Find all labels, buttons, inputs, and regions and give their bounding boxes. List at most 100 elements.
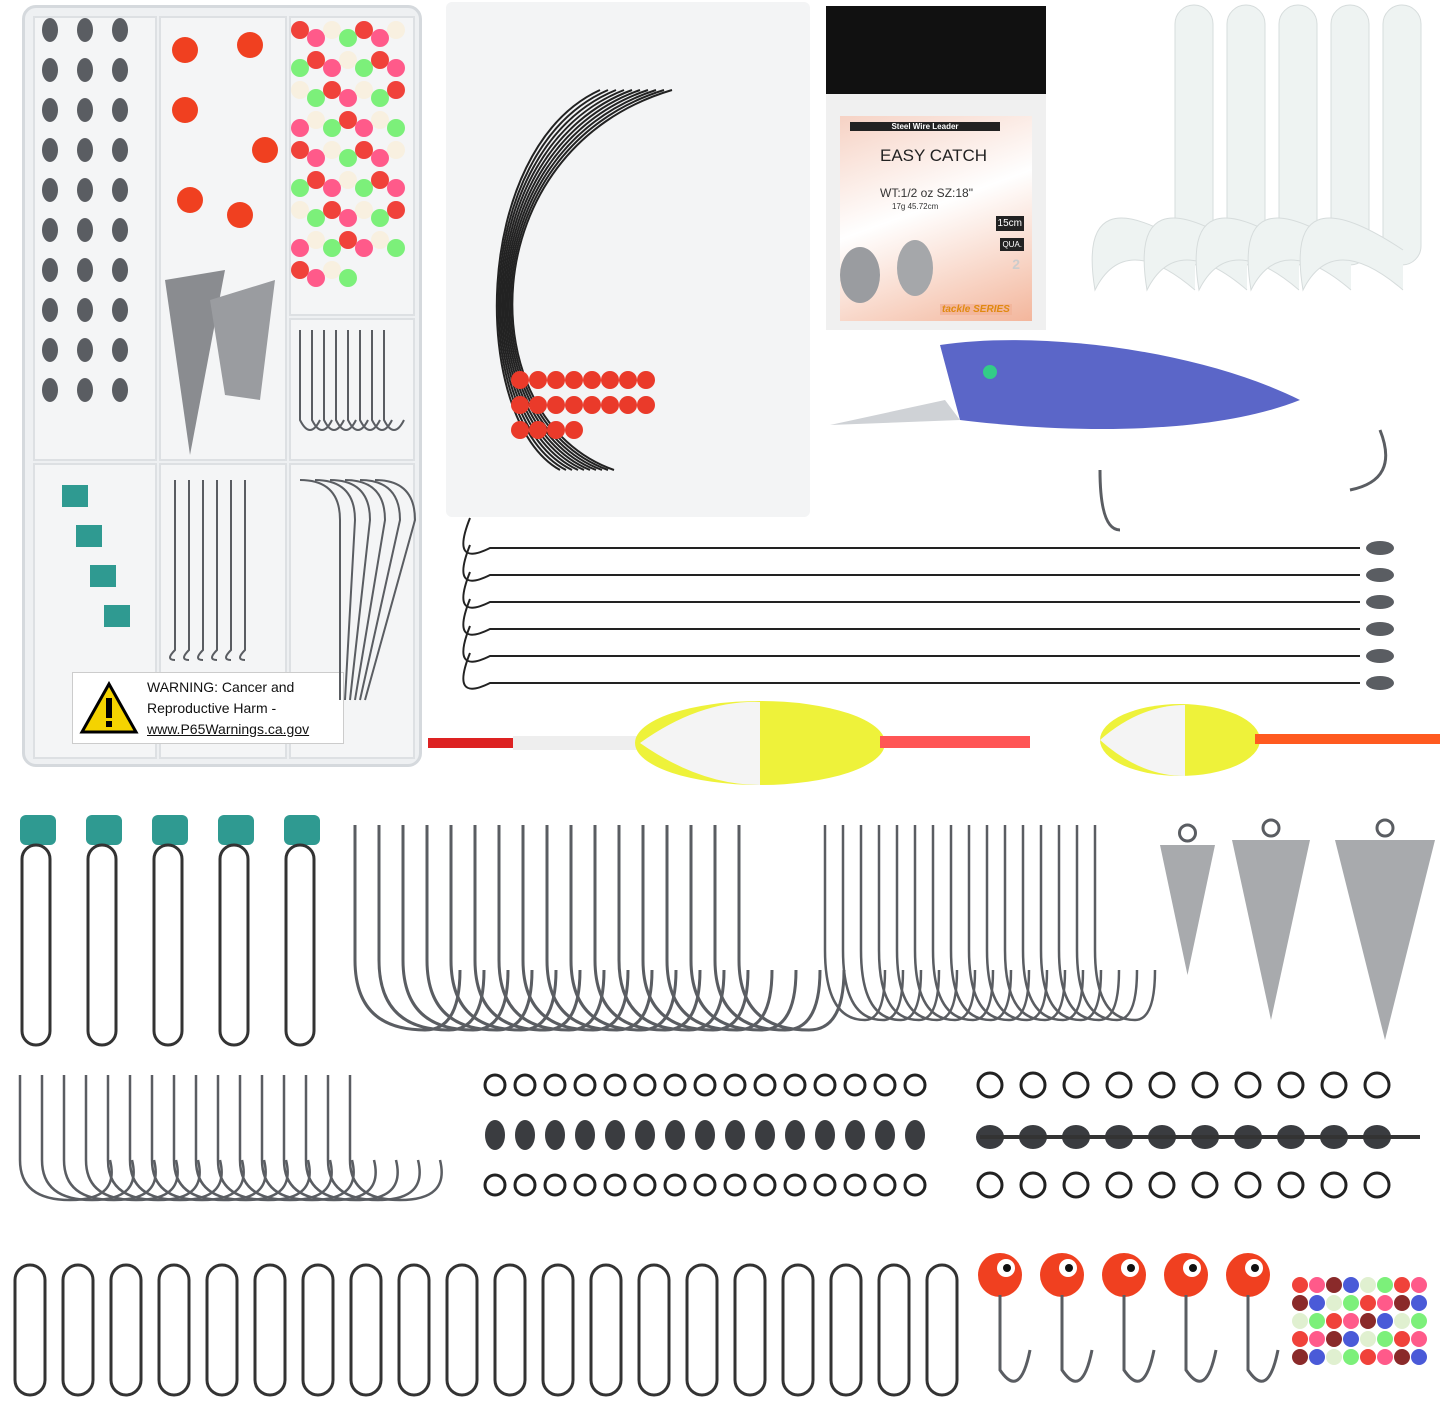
jig-pupil — [1065, 1264, 1073, 1272]
sinker-eye — [1178, 823, 1197, 843]
safety-snap — [301, 1263, 335, 1397]
snap-clip — [152, 843, 184, 1047]
bead — [1326, 1349, 1342, 1365]
hook — [617, 825, 726, 1032]
bead — [323, 141, 341, 159]
grub-tail — [1299, 217, 1404, 292]
swivel-ring — [693, 1173, 717, 1197]
bead — [339, 231, 357, 249]
swivel-ring — [723, 1073, 747, 1097]
snap-clip — [284, 843, 316, 1047]
safety-snap — [781, 1263, 815, 1397]
lure-eye — [983, 365, 997, 379]
hook — [323, 330, 345, 431]
swivel-barrel — [845, 1120, 865, 1150]
leader-swivel — [1366, 622, 1394, 636]
swivel-ring — [783, 1073, 807, 1097]
bead — [371, 231, 389, 249]
crankbait-lure — [940, 340, 1300, 429]
swivel — [42, 218, 58, 242]
swivel-ring — [1019, 1071, 1047, 1099]
hook — [304, 1075, 399, 1202]
bead — [307, 51, 325, 69]
swivel — [77, 338, 93, 362]
grub-body — [1382, 4, 1422, 266]
jig-pupil — [1003, 1264, 1011, 1272]
safety-snap — [589, 1263, 623, 1397]
swivel-barrel — [665, 1120, 685, 1150]
safety-snap — [397, 1263, 431, 1397]
bead — [1309, 1277, 1325, 1293]
bead — [339, 51, 357, 69]
hook — [383, 330, 405, 431]
bead — [1394, 1277, 1410, 1293]
jig-head — [978, 1253, 1022, 1297]
pyramid-sinker — [1232, 840, 1310, 1020]
float-stem — [513, 736, 643, 750]
bead — [323, 21, 341, 39]
swivel-barrel — [605, 1120, 625, 1150]
swivel — [112, 298, 128, 322]
swivel-barrel — [755, 1120, 775, 1150]
swivel-ring — [873, 1173, 897, 1197]
snap-clip-head — [86, 815, 122, 845]
rigged-leader — [462, 517, 1360, 555]
pyramid-sinker — [1335, 840, 1435, 1040]
hook — [344, 479, 387, 701]
bead — [1309, 1295, 1325, 1311]
package-sinker — [897, 240, 933, 296]
swivel-ring — [1234, 1171, 1262, 1199]
swivel — [77, 298, 93, 322]
warning-url: www.P65Warnings.ca.gov — [147, 720, 310, 737]
jig-head — [1164, 1253, 1208, 1297]
hook — [967, 825, 1031, 1022]
leader-swivel — [1366, 676, 1394, 690]
hook — [665, 825, 774, 1032]
bead — [323, 179, 341, 197]
hook — [150, 1075, 245, 1202]
warning-triangle-icon — [79, 681, 139, 734]
bead — [387, 201, 405, 219]
hook — [949, 825, 1013, 1022]
rigged-leader — [462, 625, 1360, 663]
bead — [291, 239, 309, 257]
swivel — [112, 138, 128, 162]
hook — [593, 825, 702, 1032]
bead — [1309, 1313, 1325, 1329]
hook — [497, 825, 606, 1032]
bead — [291, 141, 309, 159]
hook — [689, 825, 798, 1032]
swivel-ring — [513, 1173, 537, 1197]
leader-swivel — [1366, 595, 1394, 609]
bead — [307, 269, 325, 287]
hook — [84, 1075, 179, 1202]
hook — [823, 825, 887, 1022]
swivel-ring — [1062, 1171, 1090, 1199]
hook — [545, 825, 654, 1032]
package-header — [826, 6, 1046, 94]
safety-snap — [445, 1263, 479, 1397]
hook — [211, 480, 218, 661]
bead — [307, 209, 325, 227]
jig-hook — [1246, 1295, 1280, 1383]
bead — [1343, 1295, 1359, 1311]
jig-pupil — [1127, 1264, 1135, 1272]
wire-leader — [497, 89, 609, 471]
bead — [1343, 1277, 1359, 1293]
bead — [1411, 1277, 1427, 1293]
bead — [387, 179, 405, 197]
swivel-ring — [903, 1173, 927, 1197]
bead — [1343, 1349, 1359, 1365]
swivel-barrel — [575, 1120, 595, 1150]
bead — [1360, 1331, 1376, 1347]
jig-head — [237, 32, 263, 58]
jig-head — [177, 187, 203, 213]
bead — [307, 111, 325, 129]
float-white — [640, 701, 760, 785]
bead — [291, 81, 309, 99]
hook — [106, 1075, 201, 1202]
swivel — [77, 178, 93, 202]
bead — [323, 201, 341, 219]
float-stem — [428, 738, 513, 748]
swivel — [77, 218, 93, 242]
